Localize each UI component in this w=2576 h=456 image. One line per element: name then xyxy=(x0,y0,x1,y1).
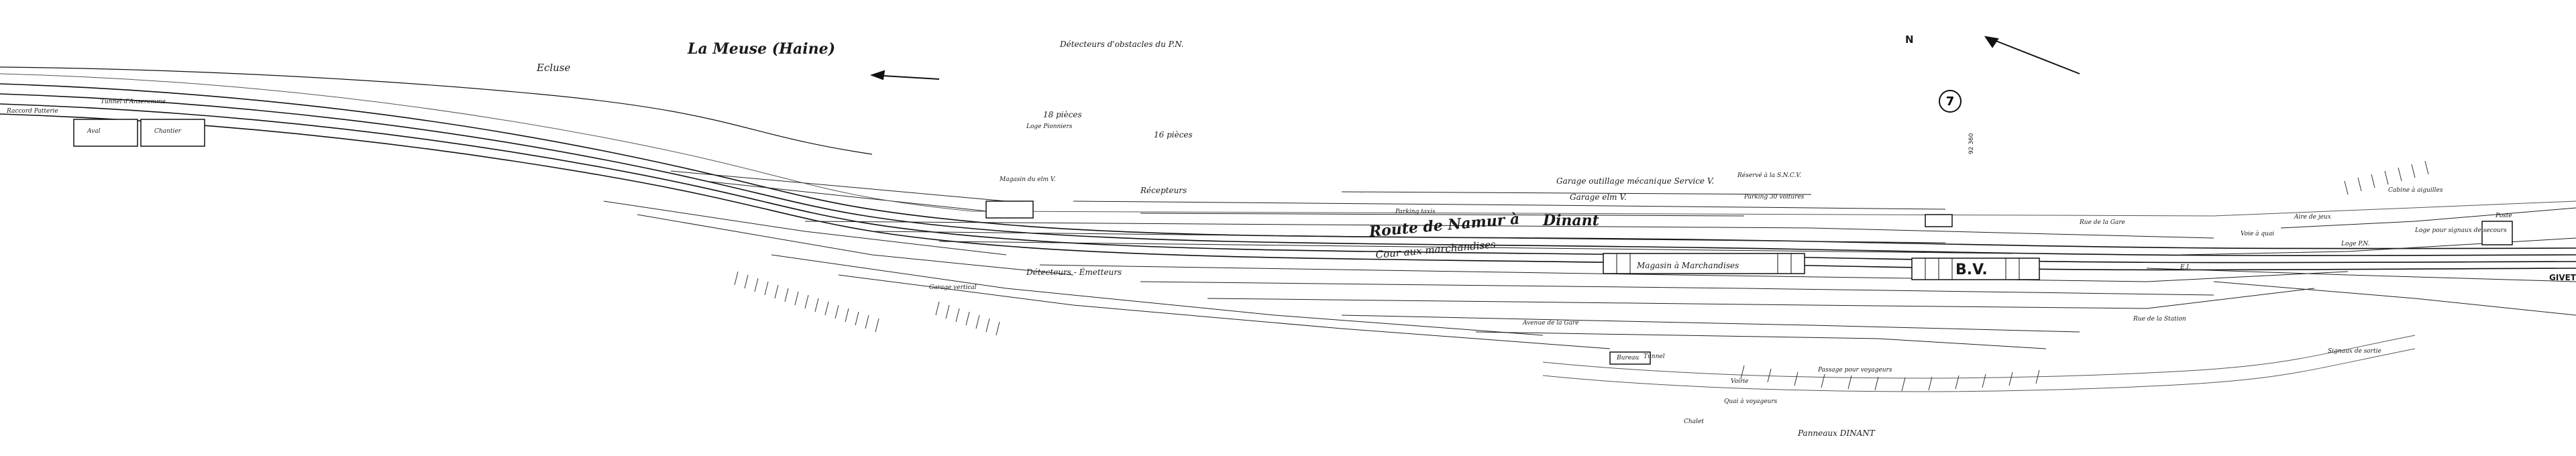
arrows xyxy=(870,36,2080,80)
station-building-label: B.V. xyxy=(1955,262,1988,278)
vertical-garage-label: Garage vertical xyxy=(929,284,977,291)
north-label: N xyxy=(1905,34,1914,46)
worksite-label: Chantier xyxy=(154,128,181,135)
reserved-sncv-label: Réservé à la S.N.C.V. xyxy=(1737,172,1802,179)
reference-circle: 7 xyxy=(1939,90,1962,113)
avenue-label: Avenue de la Gare xyxy=(1523,320,1579,327)
parking-30-label: Parking 30 voitures xyxy=(1744,194,1805,201)
connection-label: Raccord Patterie xyxy=(7,108,58,115)
receivers-label: Récepteurs xyxy=(1140,186,1187,195)
buildings xyxy=(73,119,2513,365)
kilometre-label: 92 360 xyxy=(1968,133,1975,155)
station-street-label: Rue de la Gare xyxy=(2080,219,2125,226)
tunnel-label: Tunnel d'Anseremme xyxy=(101,99,166,105)
roadway-label: Voirie xyxy=(1731,378,1749,385)
chalet-label: Chalet xyxy=(1684,418,1704,425)
garage-elm-label: Garage elm V. xyxy=(1570,192,1627,202)
river-label: La Meuse (Haine) xyxy=(688,40,835,58)
detectors-emitters-label: Détecteurs - Émetteurs xyxy=(1026,268,1122,277)
signal-box-label: Cabine à aiguilles xyxy=(2388,187,2443,194)
pioneers-lodge-label: Loge Pionniers xyxy=(1026,123,1073,130)
downstream-label: Aval xyxy=(87,128,101,135)
river-boundary xyxy=(0,66,873,155)
obstacle-detectors-label: Détecteurs d'obstacles du P.N. xyxy=(1060,40,1184,49)
post-label: Poste xyxy=(2496,213,2512,219)
pieces-18-label: 18 pièces xyxy=(1043,110,1082,119)
city-label: Dinant xyxy=(1543,212,1599,229)
lock-label: Ecluse xyxy=(537,62,571,74)
main-tracks xyxy=(0,83,2576,271)
tool-garage-label: Garage outillage mécanique Service V. xyxy=(1556,176,1715,186)
level-crossing-lodge-label: Loge P.N. xyxy=(2341,241,2370,247)
passenger-platform-label: Quai à voyageurs xyxy=(1724,398,1778,405)
platform-track-label: Voie à quai xyxy=(2241,231,2275,237)
passenger-passage-label: Passage pour voyageurs xyxy=(1818,367,1892,374)
goods-warehouse-label: Magasin à Marchandises xyxy=(1637,261,1739,270)
playground-label: Aire de jeux xyxy=(2294,214,2331,221)
siding-tracks xyxy=(603,170,2576,349)
givet-direction-label: GIVET xyxy=(2549,273,2576,282)
office-label: Bureau xyxy=(1617,355,1640,361)
embankment-hatching xyxy=(734,160,2429,392)
road-lines xyxy=(0,73,2576,392)
emergency-signals-lodge-label: Loge pour signaux de secours xyxy=(2415,227,2507,234)
parking-taxis-label: Parking taxis xyxy=(1395,209,1436,215)
station-road-label: Rue de la Station xyxy=(2133,316,2186,323)
pieces-16-label: 16 pièces xyxy=(1154,130,1193,139)
small-tunnel-label: Tunnel xyxy=(1644,353,1665,360)
warehouse-elm-label: Magasin du elm V. xyxy=(1000,176,1056,183)
dinant-signs-label: Panneaux DINANT xyxy=(1798,429,1875,438)
ei-label: E.I. xyxy=(2180,264,2191,271)
exit-signals-label: Signaux de sortie xyxy=(2328,348,2381,355)
